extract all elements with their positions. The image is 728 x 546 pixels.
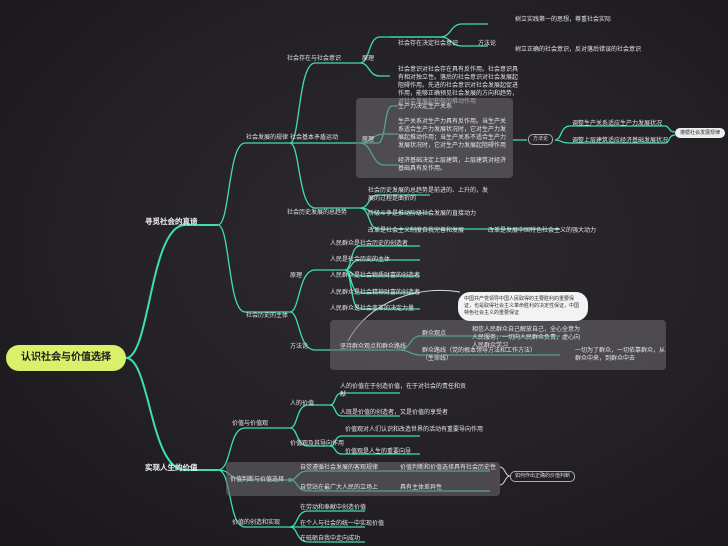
topic-existence-and-consciousness[interactable]: 社会存在与社会意识 — [287, 55, 342, 62]
label-methodology-2: 方法论 — [528, 134, 554, 145]
topic-basic-contradiction[interactable]: 社会基本矛盾运动 — [290, 134, 339, 141]
root-node[interactable]: 认识社会与价值选择 — [6, 345, 126, 371]
label-principle: 原理 — [362, 55, 375, 62]
topic-create-realize-value[interactable]: 价值的创造和实现 — [232, 519, 281, 526]
label-principle-3: 原理 — [290, 272, 303, 279]
node-social-historical[interactable]: 价值判断和价值选择具有社会历史性 — [400, 464, 497, 471]
topic-general-trend[interactable]: 社会历史发展的总趋势 — [287, 209, 348, 216]
branch-seek-social-truth[interactable]: 寻觅社会的真谛 — [145, 217, 198, 226]
node-base-superstructure[interactable]: 经济基础决定上层建筑，上层建筑对经济基础具有反作用。 — [398, 157, 507, 172]
method-correct-consciousness[interactable]: 树立正确的社会意识，反对落后错误的社会意识 — [515, 46, 642, 53]
node-follow-objective-law[interactable]: 自觉遵循社会发展的客观规律 — [300, 464, 379, 471]
topic-human-value[interactable]: 人的价值 — [290, 400, 315, 407]
principle-decisive-force[interactable]: 人民群众是社会变革的决定力量 — [330, 305, 415, 312]
node-subject-difference[interactable]: 具有主体差异性 — [400, 484, 443, 491]
topic-judgement-choice[interactable]: 价值判断与价值选择 — [230, 476, 285, 483]
method-adjust-superstructure[interactable]: 调整上层建筑适应经济基础发展状况 — [572, 137, 669, 144]
node-self-improvement[interactable]: 在砥砺自我中走向成功 — [300, 535, 361, 542]
node-mass-line[interactable]: 坚持群众观点和群众路线 — [340, 343, 407, 350]
node-values-guide-life[interactable]: 价值观是人生的重要向导 — [345, 448, 412, 455]
topic-history-subject[interactable]: 社会历史的主体 — [246, 312, 289, 319]
node-value-responsibility[interactable]: 人的价值在于创造价值，在于对社会的责任和贡献 — [340, 383, 467, 398]
principle-people-subject[interactable]: 人民是社会历史的主体 — [330, 256, 391, 263]
method-practice-first[interactable]: 树立实践第一的思想，尊重社会实际 — [515, 16, 612, 23]
node-productivity-determines[interactable]: 生产力决定生产关系 — [398, 103, 453, 110]
node-value-creator[interactable]: 人既是价值的创造者，又是价值的享受者 — [340, 409, 449, 416]
topic-values-guidance[interactable]: 价值观及其导向作用 — [290, 440, 345, 447]
label-mass-line-method[interactable]: 群众路线（党的根本领导方法和工作方法）（生命线） — [422, 347, 537, 362]
node-individual-society[interactable]: 在个人与社会的统一中实现价值 — [300, 520, 385, 527]
node-trend-forward[interactable]: 社会历史发展的总趋势是前进的、上升的，发展的过程是曲折的 — [368, 187, 489, 202]
node-labor-dedication[interactable]: 在劳动和奉献中创造价值 — [300, 504, 367, 511]
node-people-standpoint[interactable]: 自觉站在最广大人民的立场上 — [300, 484, 379, 491]
topic-social-development-law[interactable]: 社会发展的规律 — [246, 134, 289, 141]
node-relations-reaction[interactable]: 生产关系对生产力具有反作用。当生产关系适合生产力发展状况时，它对生产力发展起推动… — [398, 118, 507, 149]
label-mass-viewpoint[interactable]: 群众观点 — [422, 330, 447, 337]
principle-spiritual-wealth[interactable]: 人民群众是社会精神财富的创造者 — [330, 289, 421, 296]
branch-realize-life-value[interactable]: 实现人生的价值 — [145, 463, 198, 472]
node-values-guide-activity[interactable]: 价值观对人们认识和改造世界的活动有重要导向作用 — [345, 426, 484, 433]
judgement-panel — [226, 462, 500, 496]
note-bubble[interactable]: 中国共产党领导中国人民取得的主要胜利的重要保证，也是取得社会主义革命胜利的决定性… — [458, 292, 588, 321]
tag-correct-judgement[interactable]: 如何作出正确的价值判断 — [510, 471, 576, 482]
node-reform-power[interactable]: 改革是发展中国特色社会主义的强大动力 — [488, 227, 597, 234]
result-follow-law[interactable]: 遵循社会发展规律 — [675, 128, 726, 138]
topic-value-and-values[interactable]: 价值与价值观 — [232, 420, 269, 427]
method-adjust-relations[interactable]: 调整生产关系适应生产力发展状况 — [572, 120, 663, 127]
methodology-panel — [330, 320, 666, 370]
mass-viewpoint-content: 相信人民群众自己解放自己，全心全意为人民服务，一切向人民群众负责，虚心向人民群众… — [472, 326, 581, 349]
node-class-struggle[interactable]: 阶级斗争是推动阶级社会发展的直接动力 — [368, 210, 477, 217]
label-principle-2: 原理 — [362, 136, 375, 143]
node-reform-self-improve[interactable]: 改革是社会主义制度自我完善和发展 — [368, 227, 465, 234]
mass-line-content: 一切为了群众，一切依靠群众，从群众中来，到群众中去 — [575, 347, 666, 362]
principle-panel — [356, 98, 513, 178]
label-methodology: 方法论 — [478, 40, 497, 47]
label-methodology-3: 方法论 — [290, 343, 309, 350]
principle-material-wealth[interactable]: 人民群众是社会物质财富的创造者 — [330, 272, 421, 279]
node-existence-determines[interactable]: 社会存在决定社会意识 — [398, 40, 459, 47]
principle-people-create-history[interactable]: 人民群众是社会历史的创造者 — [330, 240, 409, 247]
